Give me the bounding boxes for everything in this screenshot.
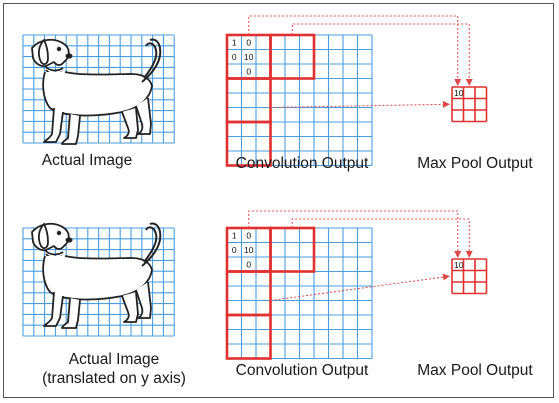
pool-window xyxy=(225,270,272,317)
pool-arrow xyxy=(270,100,450,108)
max-pool-grid: 10 xyxy=(451,86,488,123)
caption-actual-image: Actual Image xyxy=(41,152,133,169)
caption-max-pool-output: Max Pool Output xyxy=(417,155,533,172)
pool-window xyxy=(225,313,272,360)
conv-value: 0 xyxy=(246,37,251,47)
conv-value: 1 xyxy=(232,230,237,240)
conv-value: 0 xyxy=(232,52,237,62)
conv-value: 10 xyxy=(244,52,254,62)
caption-line-1: Actual Image xyxy=(68,351,160,368)
diagram-frame xyxy=(3,3,554,398)
conv-value: 0 xyxy=(246,259,251,269)
pool-window xyxy=(225,77,272,124)
pooling-arrows xyxy=(248,15,473,108)
pooling-windows xyxy=(225,33,316,167)
conv-value: 10 xyxy=(244,245,254,255)
caption-convolution-output: Convolution Output xyxy=(235,155,369,172)
pool-window xyxy=(269,226,316,273)
caption-max-pool-output-translated: Max Pool Output xyxy=(417,362,533,379)
pool-arrow xyxy=(291,23,473,86)
pooling-arrows-translated xyxy=(248,210,473,301)
pool-arrow xyxy=(270,273,450,301)
conv-value: 0 xyxy=(232,245,237,255)
dog-illustration xyxy=(31,38,162,146)
caption-line-2: (translated on y axis) xyxy=(42,370,186,387)
caption-convolution-output-translated: Convolution Output xyxy=(235,362,369,379)
caption-actual-image-translated: Actual Image (translated on y axis) xyxy=(24,350,204,388)
pool-arrow xyxy=(248,15,462,86)
conv-value: 0 xyxy=(246,66,251,76)
pool-value: 10 xyxy=(454,260,464,270)
conv-value: 1 xyxy=(232,37,237,47)
pool-window xyxy=(269,33,316,80)
pool-value: 10 xyxy=(454,88,464,98)
pool-arrow xyxy=(248,210,462,258)
pooling-windows-translated xyxy=(225,226,316,360)
pool-arrow xyxy=(291,218,473,258)
pool-window xyxy=(225,120,272,167)
max-pool-grid-translated: 10 xyxy=(451,258,488,295)
conv-value: 0 xyxy=(246,230,251,240)
